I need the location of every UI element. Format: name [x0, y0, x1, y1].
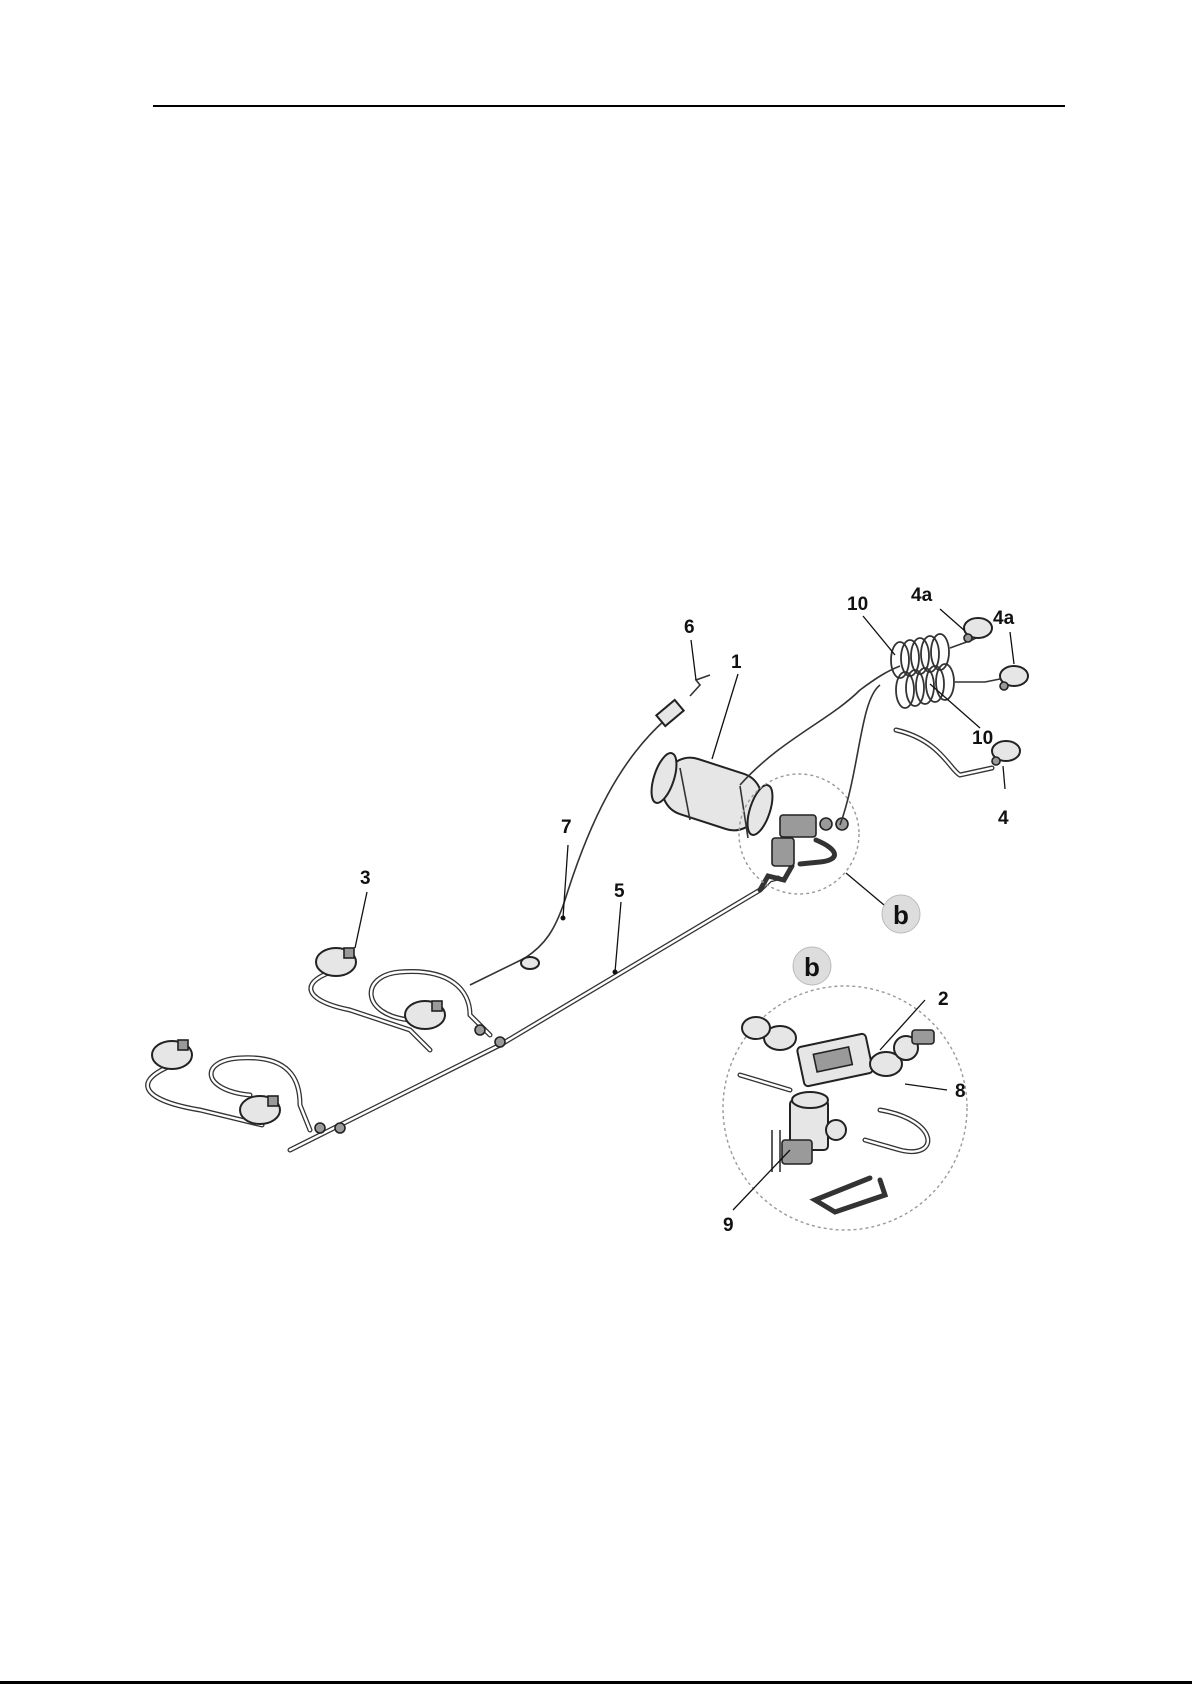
callout-5: 5 — [614, 881, 625, 902]
callout-7: 7 — [561, 817, 572, 838]
detail-marker-b: b — [882, 895, 920, 933]
callout-4: 4 — [998, 808, 1009, 829]
brake-chamber-rear-left — [152, 1040, 192, 1069]
callout-4a-left: 4a — [911, 585, 933, 606]
callout-10-bottom: 10 — [972, 728, 993, 749]
detail-view-b — [723, 986, 967, 1230]
callout-6: 6 — [684, 617, 695, 638]
coupling-head-4a-left — [964, 618, 992, 642]
valve-cluster — [772, 815, 848, 866]
callout-9: 9 — [723, 1215, 734, 1236]
air-reservoir — [646, 750, 777, 838]
coupling-head-4 — [896, 730, 1020, 775]
svg-text:b: b — [804, 952, 820, 982]
brake-chamber-middle-right — [405, 1001, 445, 1029]
detail-title-b: b — [793, 947, 831, 985]
footer-rule — [0, 1681, 1192, 1684]
brake-chamber-rear-right — [240, 1096, 280, 1124]
brake-chamber-middle-left — [316, 948, 356, 976]
svg-text:b: b — [893, 900, 909, 930]
coupling-head-4a-right — [1000, 666, 1028, 690]
callout-1: 1 — [731, 652, 742, 673]
callout-3: 3 — [360, 868, 371, 889]
callout-8: 8 — [955, 1081, 966, 1102]
main-brake-pipe — [290, 866, 792, 1150]
callout-2: 2 — [938, 989, 949, 1010]
rear-axle-chambers — [148, 948, 505, 1133]
coiled-hoses — [740, 634, 1005, 825]
callout-4a-right: 4a — [993, 608, 1015, 629]
callout-10-top: 10 — [847, 594, 868, 615]
